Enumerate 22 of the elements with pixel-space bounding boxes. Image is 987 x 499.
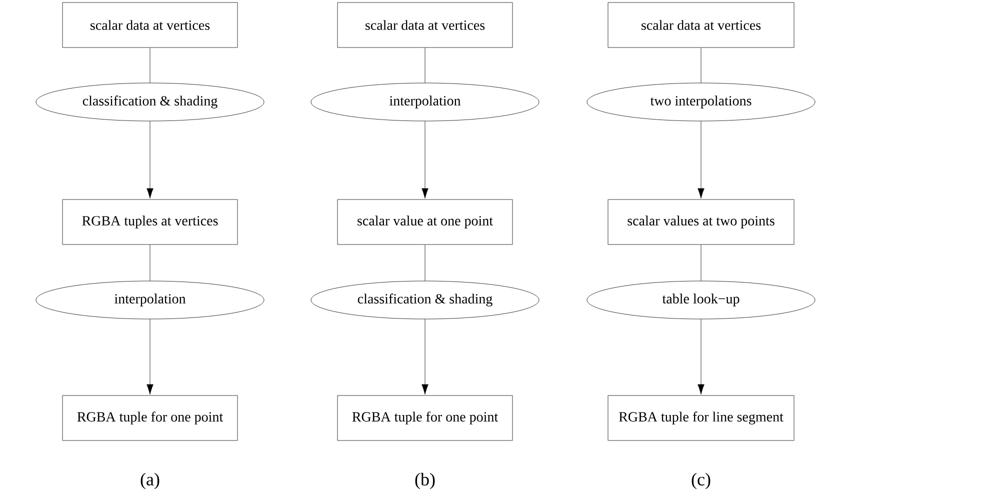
connector-line (424, 48, 426, 83)
panel-label: (b) (415, 472, 435, 490)
process-box: scalar data at vertices (62, 2, 238, 48)
process-box: scalar values at two points (608, 199, 794, 245)
process-box: RGBA tuples at vertices (62, 199, 238, 245)
connector-line (424, 244, 426, 281)
panel-label: (a) (140, 472, 160, 490)
arrow (422, 319, 428, 395)
process-box: scalar data at vertices (337, 2, 513, 48)
arrow (146, 121, 154, 199)
arrow (698, 319, 704, 395)
panel-label: (c) (692, 472, 710, 490)
process-box: RGBA tuple for one point (337, 395, 513, 441)
arrow (146, 319, 154, 395)
process-box: RGBA tuple for line segment (608, 395, 794, 441)
arrow (422, 121, 428, 199)
arrow (698, 121, 704, 199)
process-box: scalar value at one point (337, 199, 513, 245)
process-box: scalar data at vertices (608, 2, 794, 48)
process-box: RGBA tuple for one point (62, 395, 238, 441)
connector-line (700, 244, 702, 281)
connector-line (700, 48, 702, 83)
